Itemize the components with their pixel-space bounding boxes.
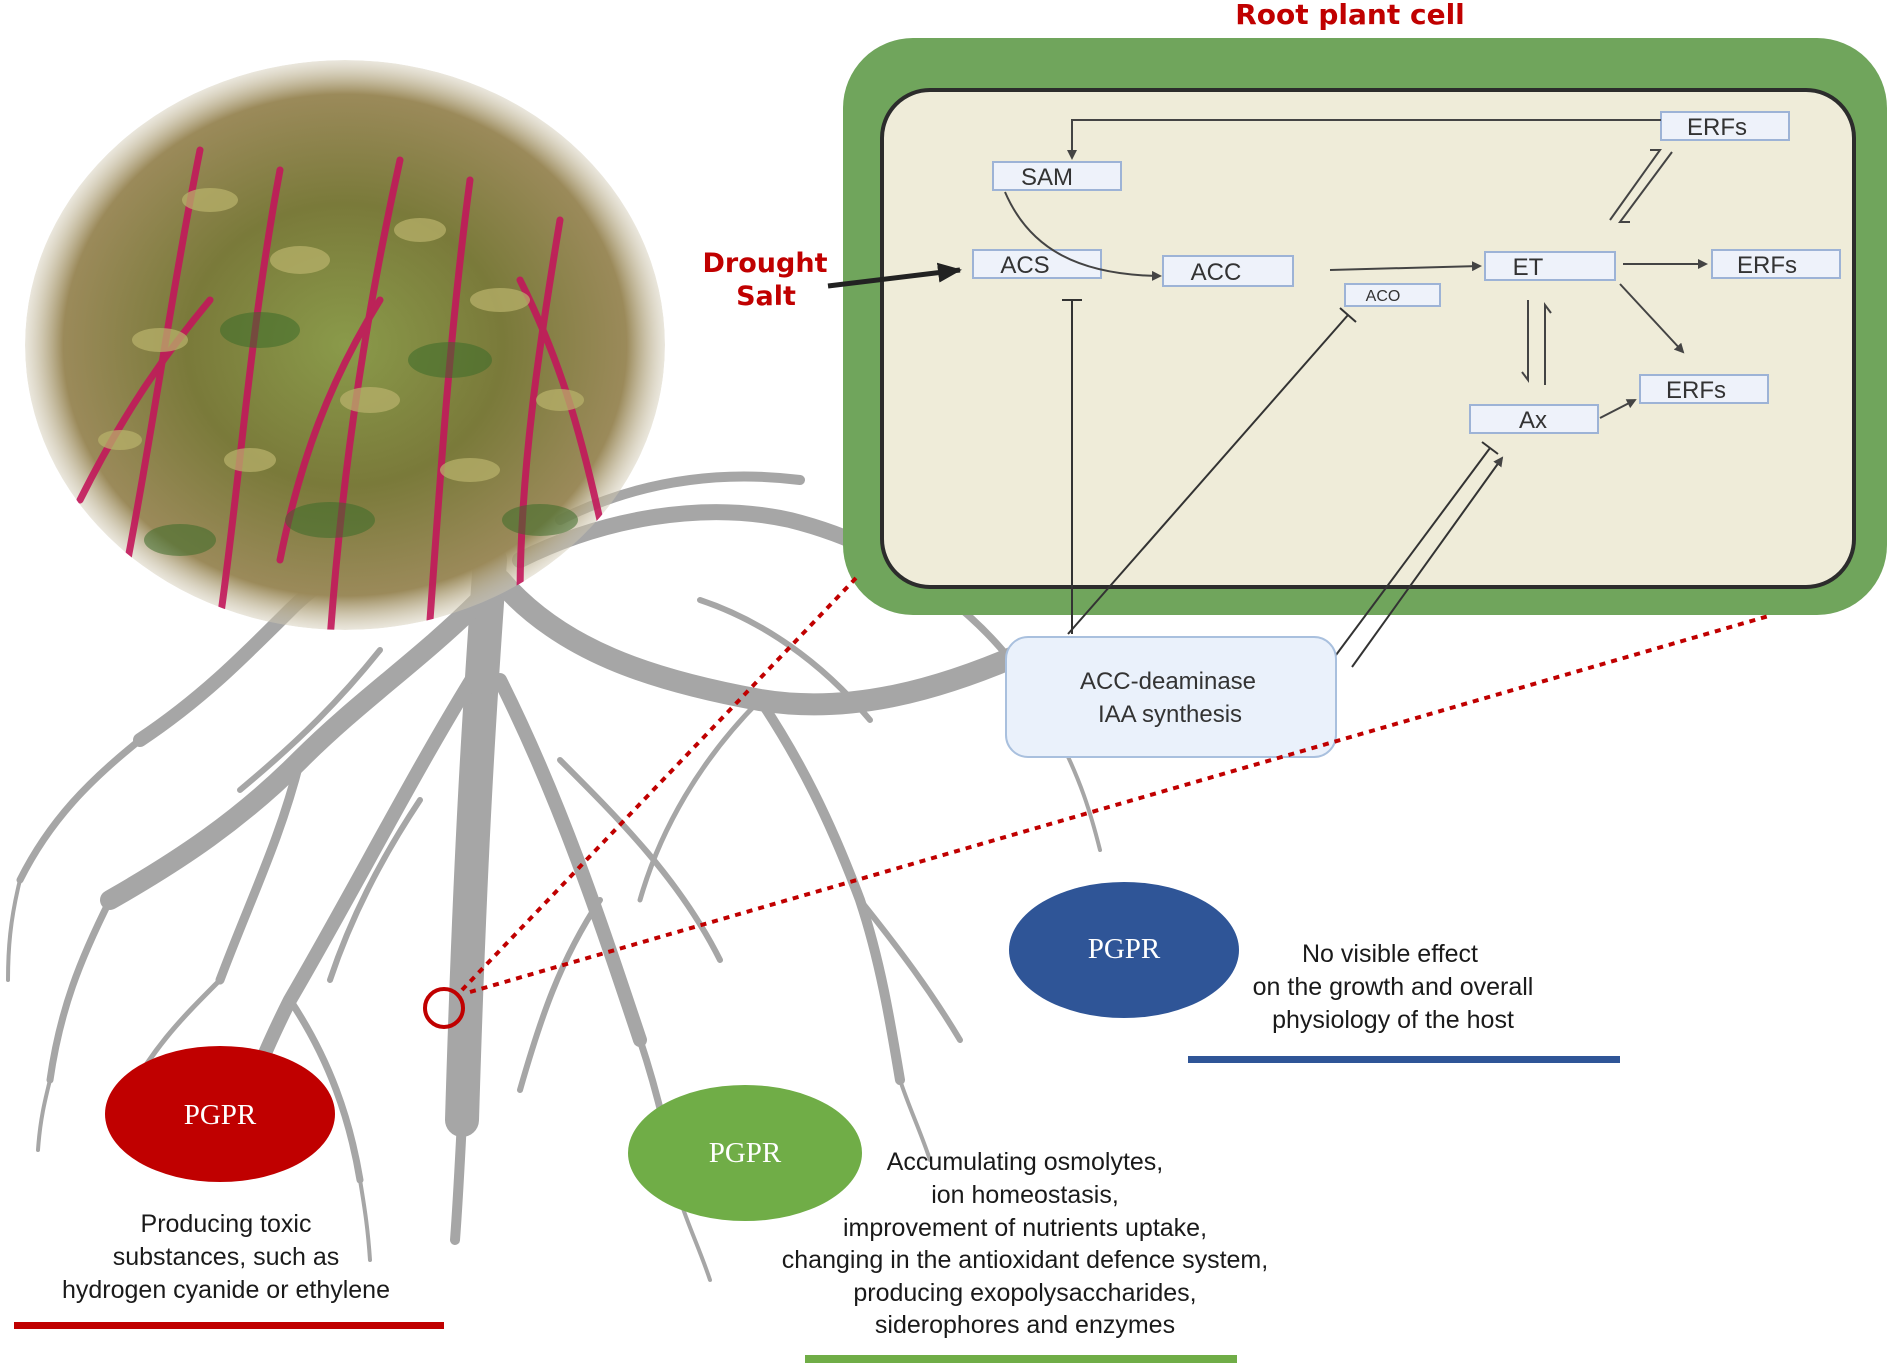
pgpr-green-label: PGPR [709,1137,782,1169]
pgpr-green-text-1: Accumulating osmolytes, [887,1148,1164,1176]
pgpr-blue-group: PGPR No visible effect on the growth and… [1009,882,1620,1063]
stress-salt: Salt [736,281,796,312]
arrow-erfs-to-sam [1067,119,1661,160]
stress-drought: Drought [703,248,828,279]
inhibit-ax-bar [1481,441,1499,455]
arrow-ax-to-erfs-mid [1599,399,1637,419]
node-erfs-mid-label: ERFs [1666,377,1726,404]
pgpr-blue-underline [1188,1056,1620,1063]
pgpr-blue-ellipse [1009,882,1239,1018]
bacteria-line-1: ACC-deaminase [1080,668,1256,695]
node-aco-label: ACO [1366,288,1401,305]
arrow-acc-to-et [1329,261,1482,272]
node-acs-label: ACS [1000,252,1049,279]
equilibrium-et-erfs-b [1618,151,1673,223]
equilibrium-et-ax-b [1544,302,1552,385]
pgpr-blue-label: PGPR [1088,933,1161,965]
node-erfs-right-label: ERFs [1737,252,1797,279]
bacteria-line-2: IAA synthesis [1098,701,1242,728]
node-acc-label: ACC [1191,259,1242,286]
promote-ax-a [1335,447,1491,656]
pgpr-green-text-4: changing in the antioxidant defence syst… [782,1246,1268,1274]
promote-ax-b [1351,456,1504,668]
node-et: ET [1484,251,1616,281]
pgpr-red-label: PGPR [184,1099,257,1131]
arrow-et-to-erfs-mid [1619,283,1685,354]
node-erfs-right: ERFs [1711,249,1841,279]
pgpr-red-text-2: substances, such as [113,1243,340,1271]
node-acc: ACC [1162,255,1294,287]
node-ax: Ax [1469,404,1599,434]
cell-title: Root plant cell [1235,0,1465,31]
pgpr-green-group: PGPR Accumulating osmolytes, ion homeost… [628,1085,1268,1363]
pgpr-blue-text-1: No visible effect [1302,940,1478,968]
inhibit-aco [1067,314,1349,635]
pgpr-red-group: PGPR Producing toxic substances, such as… [14,1046,444,1329]
pgpr-green-text-6: siderophores and enzymes [875,1311,1175,1339]
pathway-nodes: SAM ACS ACC ACO ET Ax ERFs ERFs [972,111,1841,434]
equilibrium-et-erfs-a [1609,149,1662,221]
node-erfs-top-label: ERFs [1687,114,1747,141]
bacteria-box: ACC-deaminase IAA synthesis [1005,636,1337,758]
node-erfs-top: ERFs [1660,111,1790,141]
zoom-circle [423,987,465,1029]
bacteria-effects [1062,299,1504,668]
cell-cytoplasm [880,88,1856,589]
zoom-line-upper [460,576,858,992]
pgpr-blue-text-2: on the growth and overall [1253,973,1534,1001]
arrow-sam-to-acc [1004,191,1162,281]
pgpr-red-ellipse [105,1046,335,1182]
equilibrium-et-ax-a [1521,300,1529,383]
pgpr-green-text-3: improvement of nutrients uptake, [843,1214,1207,1242]
pgpr-green-text-2: ion homeostasis, [931,1181,1119,1209]
pgpr-green-underline [805,1355,1237,1363]
node-ax-label: Ax [1519,407,1547,434]
stress-input: Drought Salt [703,248,962,312]
plant-photo [25,60,665,630]
node-erfs-mid: ERFs [1639,374,1769,404]
node-sam-label: SAM [1021,164,1073,191]
pgpr-red-underline [14,1322,444,1329]
pgpr-red-text-3: hydrogen cyanide or ethylene [62,1276,390,1304]
pathway-arrows [1004,119,1708,419]
pgpr-green-text-5: producing exopolysaccharides, [853,1279,1196,1307]
pgpr-green-ellipse [628,1085,862,1221]
zoom-indicator [423,576,1773,1029]
node-et-label: ET [1513,254,1544,281]
stress-arrow [827,262,962,289]
node-sam: SAM [992,161,1122,191]
zoom-line-lower [469,613,1773,994]
pgpr-red-text-1: Producing toxic [141,1210,312,1238]
node-aco: ACO [1344,283,1441,307]
inhibit-aco-bar [1339,307,1357,323]
pgpr-blue-text-3: physiology of the host [1272,1006,1514,1034]
